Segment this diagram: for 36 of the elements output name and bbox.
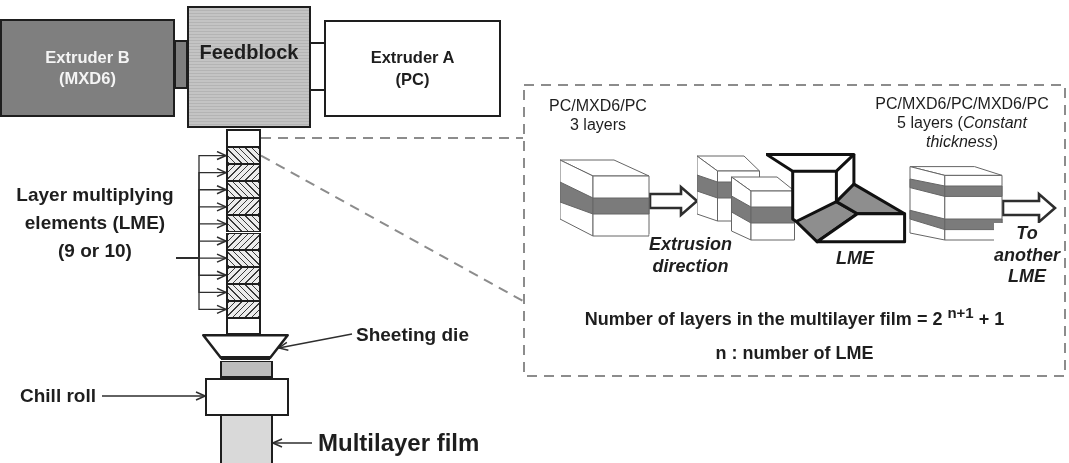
- lme-element: [226, 232, 261, 250]
- feedblock-label: Feedblock: [199, 40, 299, 65]
- formula-note: n : number of LME: [715, 343, 874, 364]
- extruder-box: [0, 19, 175, 117]
- lme-element: [226, 198, 261, 216]
- block-arrow: [1001, 191, 1057, 225]
- layer-caption: PC/MXD6/PC/MXD6/PC 5 layers (Constant thickness): [874, 94, 1050, 152]
- spacer-block: [226, 129, 261, 147]
- extruder-label: Extruder B (MXD6): [44, 46, 131, 89]
- sheeting-die-shape: [202, 334, 289, 360]
- layer-caption: PC/MXD6/PC 3 layers: [548, 96, 648, 135]
- part-label: Layer multiplying elements (LME) (9 or 10): [14, 181, 176, 265]
- part-label: Sheeting die: [356, 324, 469, 346]
- lme-element: [226, 147, 261, 165]
- callout-line: [260, 137, 524, 139]
- extruder-box: [324, 20, 501, 117]
- chill-roll-box: [205, 378, 289, 416]
- five-layer-block-drawing: [909, 165, 1003, 241]
- drawing-caption: LME: [835, 248, 876, 270]
- three-layer-block-drawing: [560, 158, 650, 238]
- lme-element: [226, 164, 261, 182]
- block-arrow: [648, 184, 699, 218]
- lme-element: [226, 215, 261, 233]
- part-label: Multilayer film: [318, 429, 480, 457]
- part-label: Chill roll: [20, 385, 96, 407]
- lme-element: [226, 181, 261, 199]
- extruder-label: Extruder A (PC): [369, 47, 456, 90]
- feedblock-box: [187, 6, 311, 128]
- callout-line: [260, 154, 524, 302]
- leader-arrow: [278, 333, 353, 351]
- leader-arrow: [272, 438, 313, 448]
- spacer-block: [226, 318, 261, 334]
- multilayer-film-strip: [220, 416, 273, 463]
- leader-arrow: [101, 391, 206, 401]
- die-outlet-block: [220, 361, 273, 378]
- formula-text: Number of layers in the multilayer film = 2 $^{n+1}$ + 1: [584, 304, 1005, 330]
